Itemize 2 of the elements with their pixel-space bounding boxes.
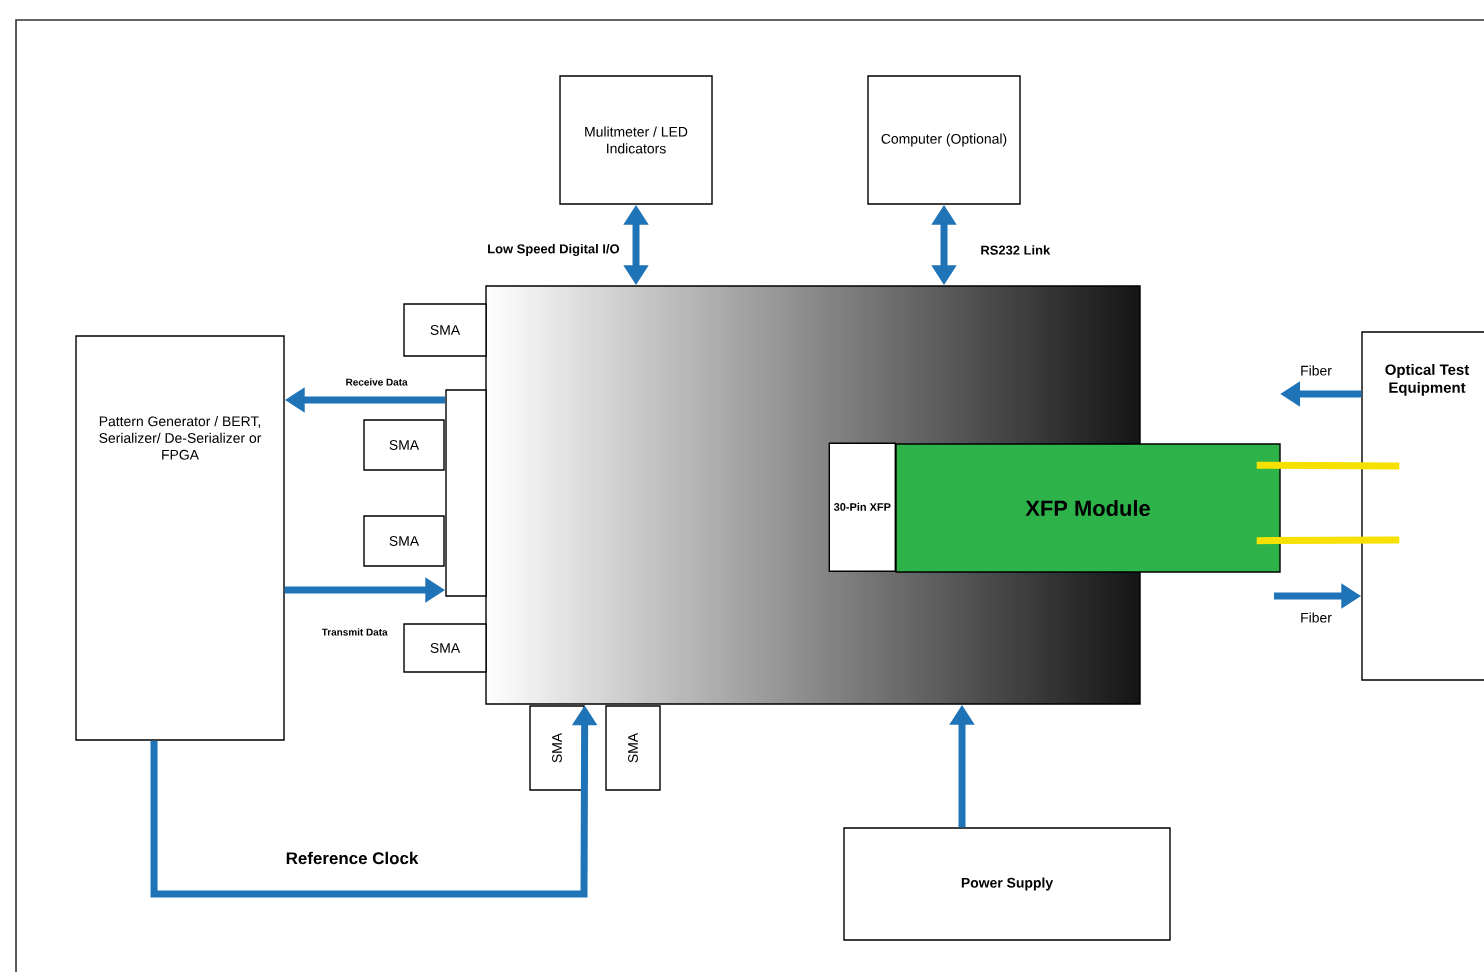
- edge-label: Reference Clock: [286, 851, 419, 865]
- module-box: XFP Module: [895, 443, 1281, 573]
